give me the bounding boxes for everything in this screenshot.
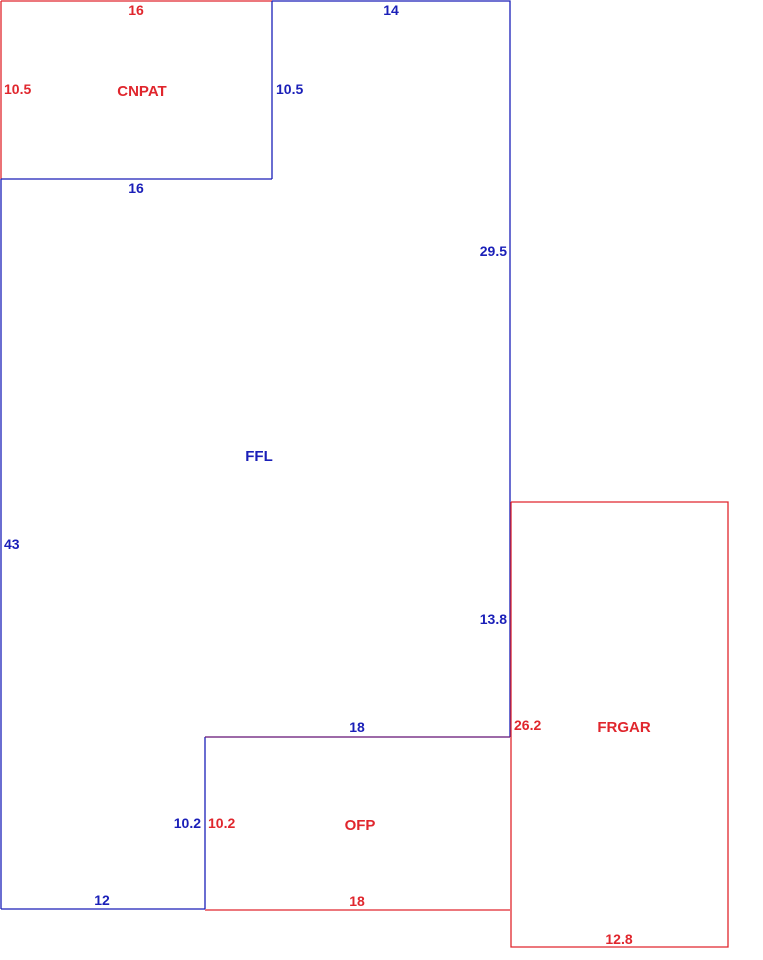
cnpat-right-dimension: 10.5 (276, 81, 303, 97)
ffl-right-upper-dimension: 29.5 (480, 243, 507, 259)
cnpat-top-dimension: 16 (128, 2, 144, 18)
ffl-left-dimension: 43 (4, 536, 20, 552)
ofp-area-label: OFP (345, 817, 376, 834)
ffl-notch-top-dimension: 18 (349, 719, 365, 735)
cnpat-area-label: CNPAT (117, 83, 166, 100)
ffl-area-label: FFL (245, 448, 273, 465)
ffl-top-right-edge (272, 0, 511, 737)
cnpat-bottom-dimension: 16 (128, 180, 144, 196)
ffl-notch-side-dimension: 10.2 (174, 815, 201, 831)
frgar-bottom-dimension: 12.8 (605, 931, 632, 947)
frgar-area-label: FRGAR (597, 719, 650, 736)
ffl-bottom-dimension: 12 (94, 892, 110, 908)
ofp-left-dimension: 10.2 (208, 815, 235, 831)
frgar-outline (510, 501, 729, 948)
ffl-right-lower-dimension: 13.8 (480, 611, 507, 627)
ofp-bottom-dimension: 18 (349, 893, 365, 909)
cnpat-left-dimension: 10.5 (4, 81, 31, 97)
ffl-top-dimension: 14 (383, 2, 399, 18)
frgar-left-dimension: 26.2 (514, 717, 541, 733)
